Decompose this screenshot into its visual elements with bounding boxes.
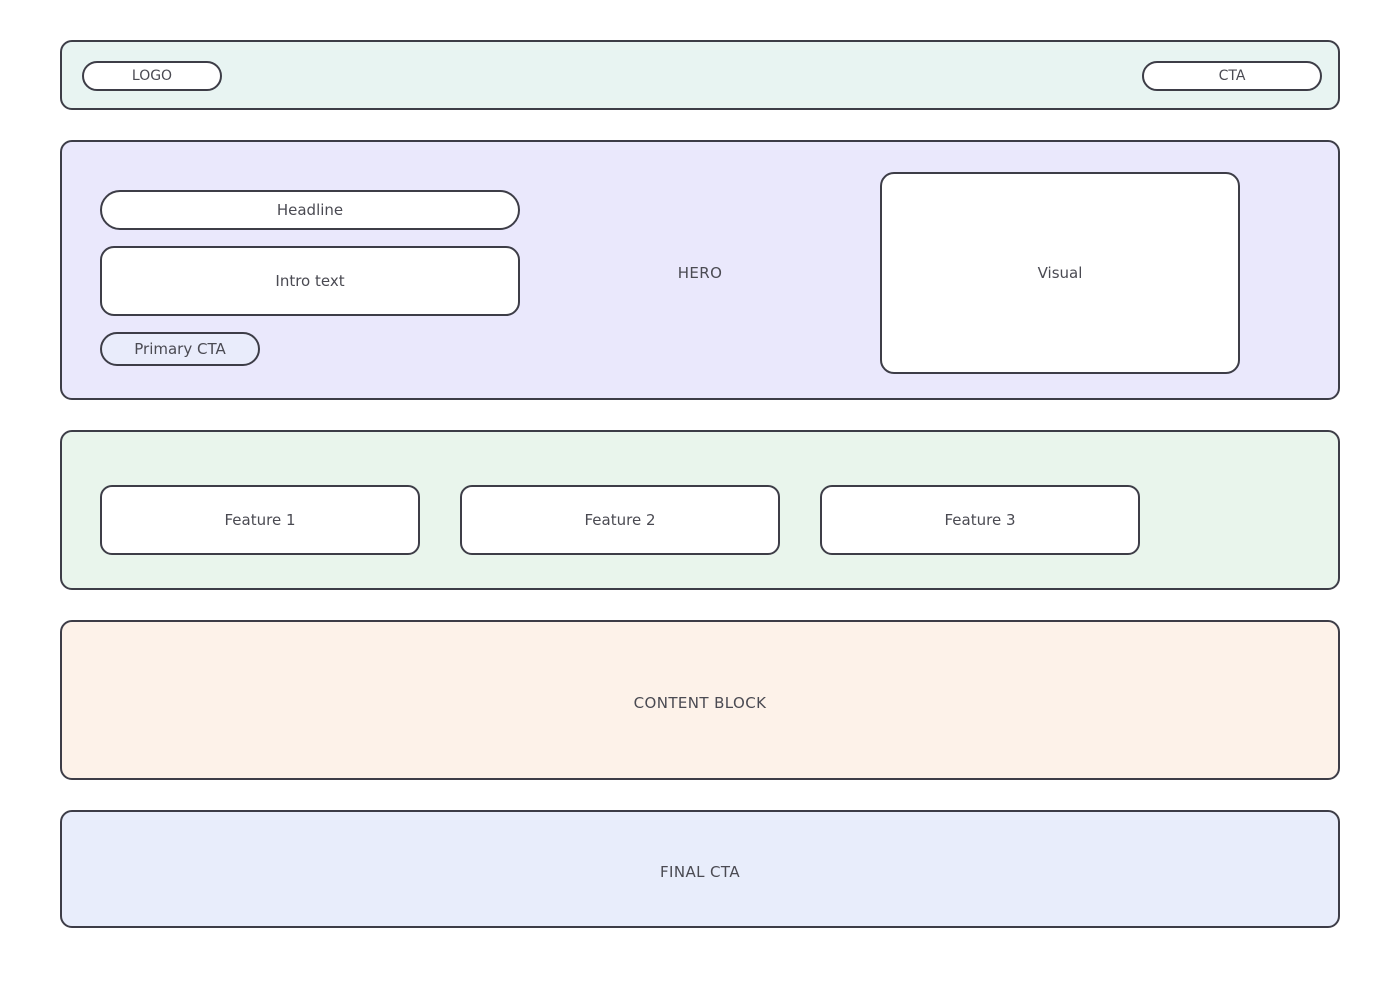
header-cta-label: CTA: [1218, 68, 1246, 84]
features-section: Feature 1 Feature 2 Feature 3: [60, 430, 1340, 590]
hero-visual-label: Visual: [1037, 264, 1083, 282]
hero-primary-cta-button[interactable]: Primary CTA: [100, 332, 260, 366]
hero-intro-placeholder: Intro text: [100, 246, 520, 316]
feature-card-label: Feature 3: [944, 511, 1016, 529]
hero-section-label: HERO: [677, 264, 723, 282]
feature-card[interactable]: Feature 1: [100, 485, 420, 555]
feature-card-label: Feature 1: [224, 511, 296, 529]
hero-headline-label: Headline: [276, 201, 344, 219]
header-cta-button[interactable]: CTA: [1142, 61, 1322, 91]
header-section: LOGO CTA: [60, 40, 1340, 110]
content-block-section: CONTENT BLOCK: [60, 620, 1340, 780]
feature-card[interactable]: Feature 2: [460, 485, 780, 555]
feature-card[interactable]: Feature 3: [820, 485, 1140, 555]
logo-placeholder[interactable]: LOGO: [82, 61, 222, 91]
final-cta-section: FINAL CTA: [60, 810, 1340, 928]
hero-headline-placeholder: Headline: [100, 190, 520, 230]
feature-card-label: Feature 2: [584, 511, 656, 529]
logo-label: LOGO: [131, 68, 173, 84]
content-block-label: CONTENT BLOCK: [633, 694, 767, 712]
hero-visual-placeholder: Visual: [880, 172, 1240, 374]
hero-primary-cta-label: Primary CTA: [134, 340, 226, 358]
hero-intro-label: Intro text: [275, 272, 345, 290]
hero-section: HERO Headline Intro text Primary CTA Vis…: [60, 140, 1340, 400]
final-cta-label: FINAL CTA: [660, 863, 740, 881]
